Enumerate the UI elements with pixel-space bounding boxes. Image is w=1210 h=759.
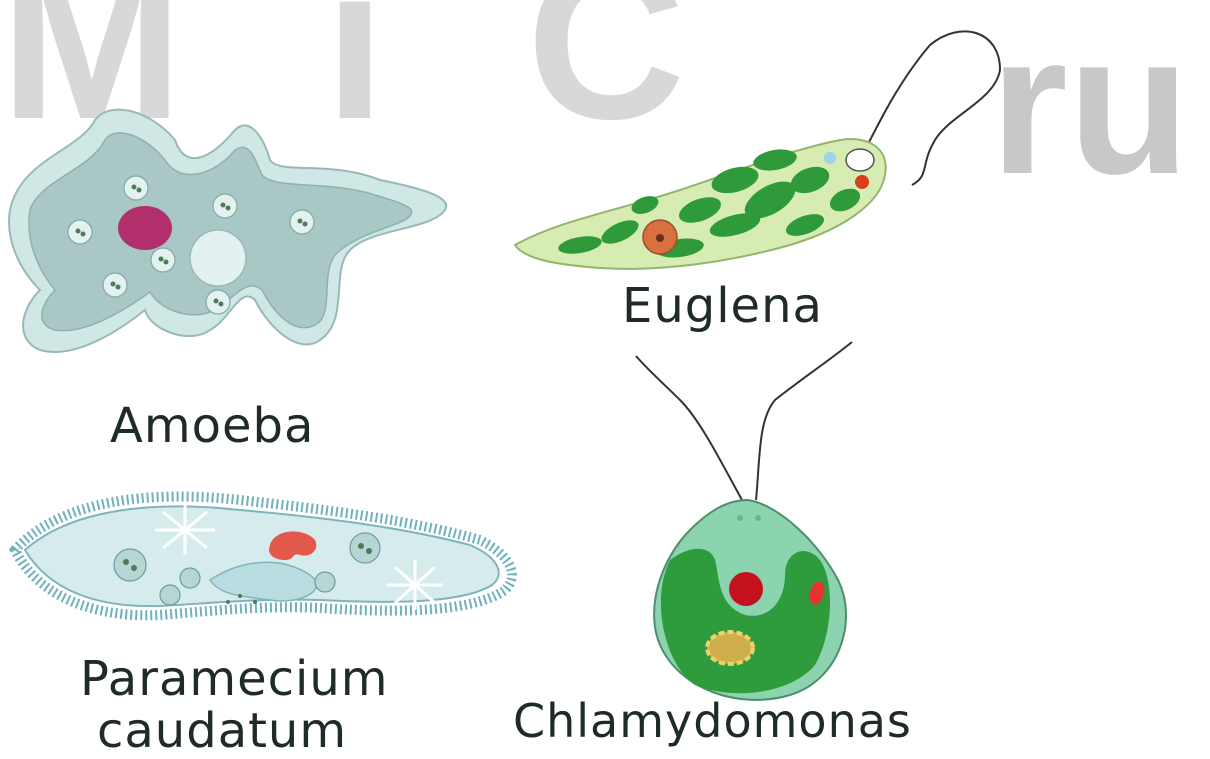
chlamydomonas-flagellum-right [756,342,852,500]
amoeba-drawing [9,110,446,352]
paramecium-drawing [15,497,512,616]
euglena-contractile-vacuole [824,152,836,164]
euglena-reservoir [846,149,874,171]
chlamydomonas-drawing [636,342,852,700]
chlamydomonas-flagellum-left [636,356,742,500]
euglena-nucleolus [656,234,664,242]
label-paramecium-line2: caudatum [97,707,347,755]
chlamydomonas-pyrenoid [729,572,763,606]
label-chlamydomonas: Chlamydomonas [513,698,912,744]
amoeba-contractile-vacuole [190,230,246,286]
euglena-drawing [515,31,1000,269]
chlamydomonas-starch [707,632,753,664]
label-amoeba: Amoeba [110,402,314,450]
amoeba-nucleus [118,206,172,250]
label-paramecium-line1: Paramecium [80,655,389,703]
euglena-eyespot [855,175,869,189]
label-euglena: Euglena [622,282,823,330]
